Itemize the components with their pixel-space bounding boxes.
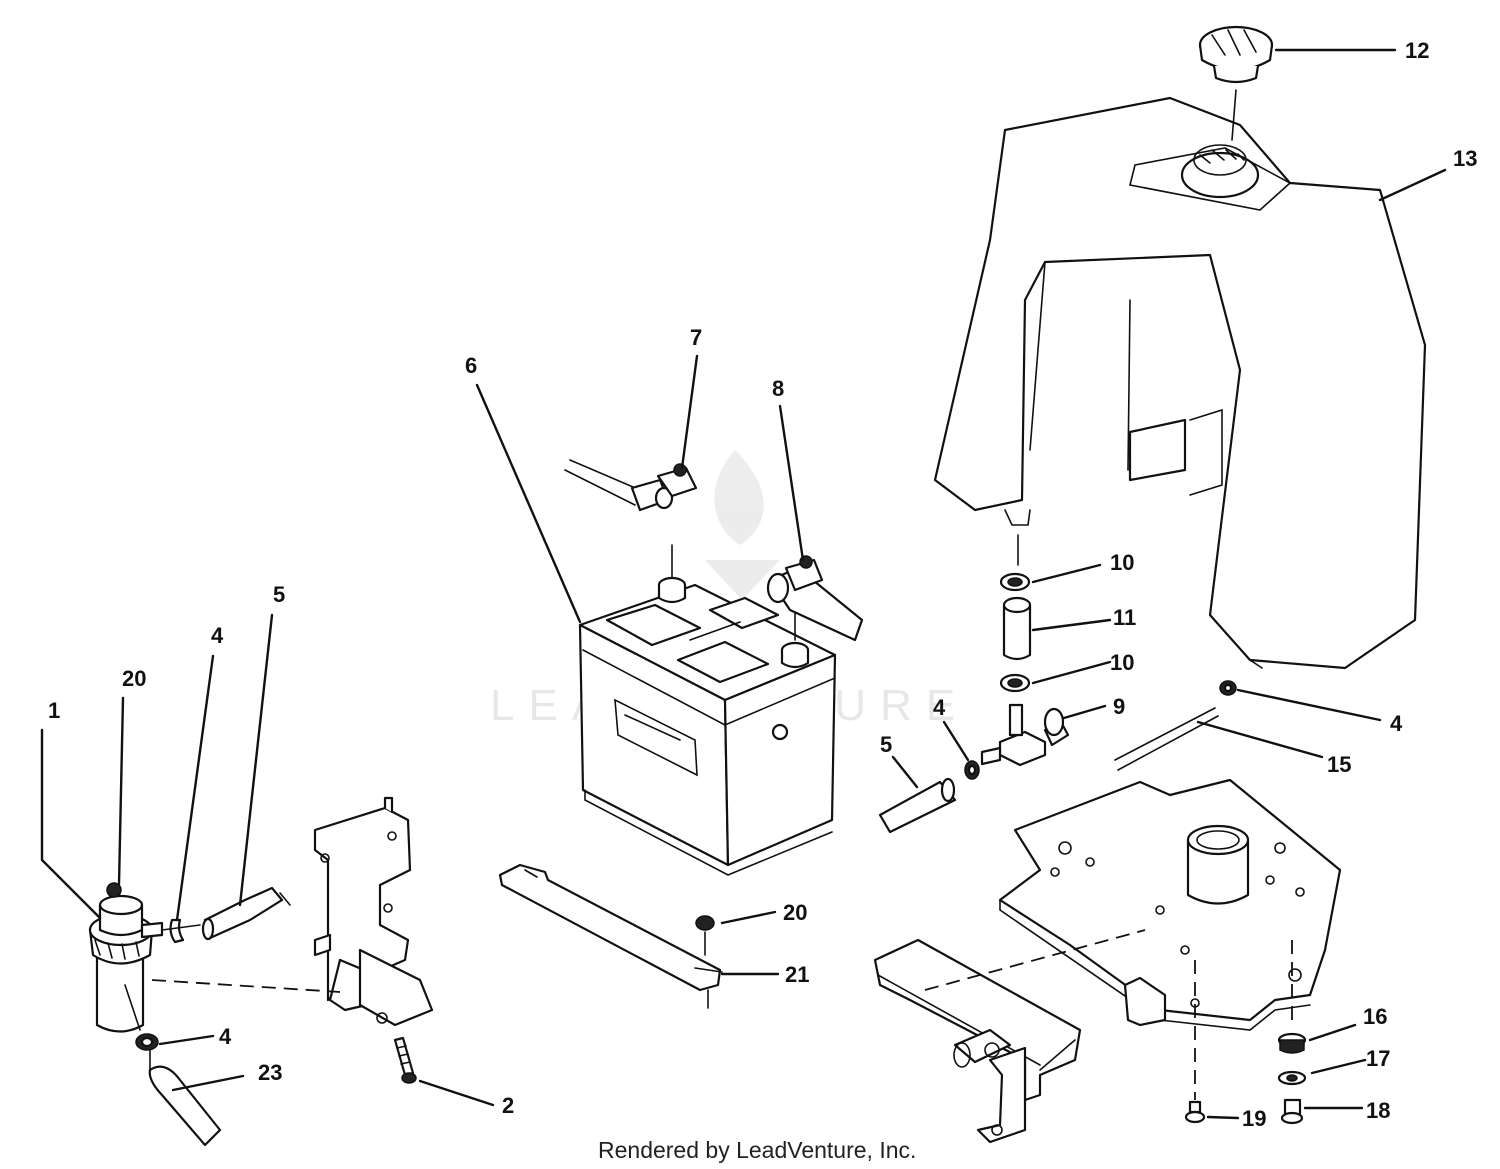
callout-7: 7 [690, 325, 702, 350]
callout-13: 13 [1453, 146, 1477, 171]
callout-labels: 1 20 4 5 4 23 2 6 7 8 20 21 12 13 10 11 … [48, 38, 1477, 1131]
callout-15: 15 [1327, 752, 1351, 777]
callout-19: 19 [1242, 1106, 1266, 1131]
callout-10-upper: 10 [1110, 550, 1134, 575]
spacer [1002, 596, 1032, 661]
plate-bracket [873, 938, 1167, 1144]
fuel-filter [88, 882, 164, 1033]
flat-washer [1277, 1070, 1307, 1086]
positive-cable-clamp [766, 555, 864, 642]
hose-clamp-upper [161, 918, 201, 944]
hose-clamp-lower [135, 1033, 159, 1051]
callout-2: 2 [502, 1093, 514, 1118]
callout-10-lower: 10 [1110, 650, 1134, 675]
callout-6: 6 [465, 353, 477, 378]
leader-lines [40, 48, 1447, 1120]
callout-20-center: 20 [783, 900, 807, 925]
fuel-cap [1198, 25, 1274, 141]
washer-lower [999, 673, 1031, 693]
battery-hold-down-rod [498, 863, 723, 1009]
fuel-hose-lower [124, 984, 222, 1147]
carriage-bolt-left [1184, 960, 1206, 1124]
callout-5-center: 5 [880, 732, 892, 757]
flange-nut [1277, 940, 1307, 1054]
fuel-hose-upper [201, 886, 291, 941]
callout-4-valve: 4 [933, 695, 946, 720]
callout-17: 17 [1366, 1046, 1390, 1071]
watermark-flame-logo [705, 450, 780, 600]
fuel-hose-middle [878, 777, 957, 834]
footer-credit: Rendered by LeadVenture, Inc. [598, 1137, 916, 1163]
callout-4-filter-bottom: 4 [219, 1024, 232, 1049]
battery [578, 576, 837, 876]
callout-8: 8 [772, 376, 784, 401]
callout-4-tank: 4 [1390, 711, 1403, 736]
bracket-bolt [393, 1036, 417, 1084]
callout-23: 23 [258, 1060, 282, 1085]
alignment-line-filter [151, 979, 341, 993]
callout-1: 1 [48, 698, 60, 723]
washer-upper [999, 572, 1031, 592]
tank-vent-hose [1114, 707, 1219, 771]
callout-5-left: 5 [273, 582, 285, 607]
callout-20-left: 20 [122, 666, 146, 691]
hose-clamp-vent [1219, 680, 1237, 696]
callout-11: 11 [1113, 605, 1136, 630]
callout-4-filter-top: 4 [211, 623, 224, 648]
mounting-bracket [313, 796, 434, 1027]
callout-9: 9 [1113, 694, 1125, 719]
callout-21: 21 [785, 962, 809, 987]
callout-18: 18 [1366, 1098, 1390, 1123]
alignment-line-plate [924, 929, 1146, 991]
callout-16: 16 [1363, 1004, 1387, 1029]
shut-off-valve [980, 703, 1070, 767]
callout-12: 12 [1405, 38, 1429, 63]
mounting-plate [998, 778, 1342, 1031]
carriage-bolt-right [1280, 1098, 1304, 1125]
hose-clamp-valve [964, 760, 980, 780]
negative-cable-clamp [564, 459, 698, 579]
hold-down-nut [695, 915, 715, 956]
fuel-tank [933, 96, 1427, 670]
